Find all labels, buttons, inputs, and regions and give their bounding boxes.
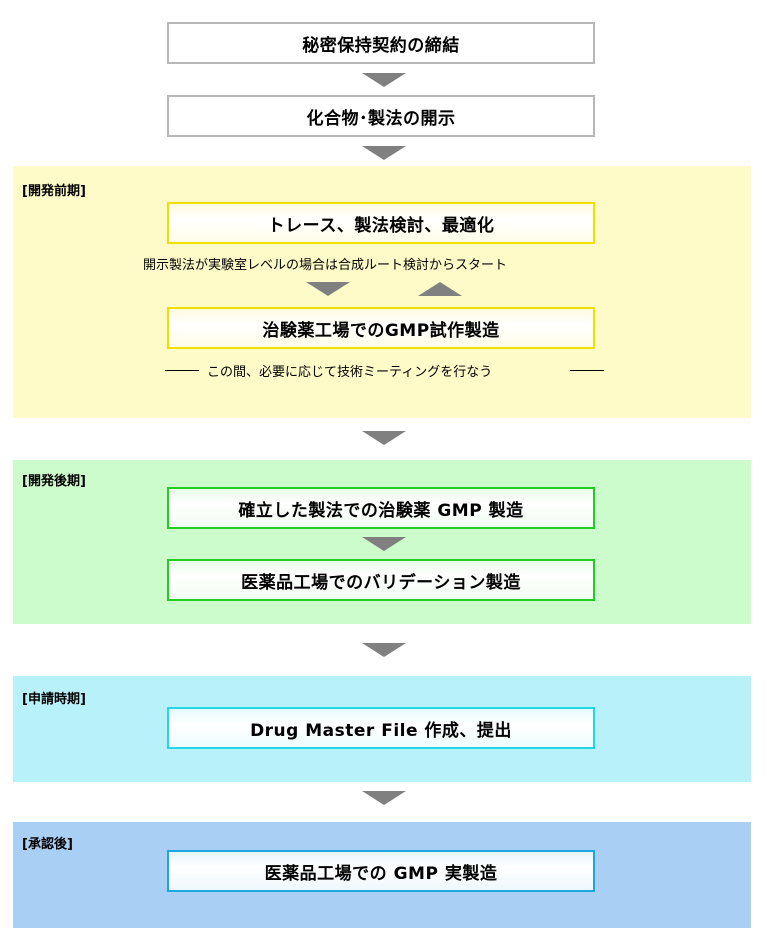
phase-approved-box-production: 医薬品工場での GMP 実製造 (167, 850, 595, 892)
arrow-down-icon (306, 282, 350, 296)
step-disclosure-label: 化合物･製法の開示 (306, 108, 456, 129)
meeting-note: この間、必要に応じて技術ミーティングを行なう (207, 365, 493, 380)
phase-early-box-gmp-trial: 治験薬工場でのGMP試作製造 (167, 307, 595, 349)
phase-early-box-trace-label: トレース、製法検討、最適化 (267, 215, 495, 236)
step-disclosure-box: 化合物･製法の開示 (167, 95, 595, 137)
arrow-down-icon (362, 146, 406, 160)
meeting-dash-right (570, 370, 604, 371)
phase-late-box-validation-label: 医薬品工場でのバリデーション製造 (241, 572, 521, 593)
arrow-down-icon (362, 791, 406, 805)
phase-approved-box-production-label: 医薬品工場での GMP 実製造 (264, 863, 498, 884)
arrow-up-icon (418, 282, 462, 296)
phase-late-box-gmp-label: 確立した製法での治験薬 GMP 製造 (238, 500, 524, 521)
arrow-down-icon (362, 537, 406, 551)
phase-application-label: [申請時期] (22, 692, 86, 707)
meeting-dash-left (165, 370, 199, 371)
phase-application-box-dmf: Drug Master File 作成、提出 (167, 707, 595, 749)
phase-early-note: 開示製法が実験室レベルの場合は合成ルート検討からスタート (143, 258, 508, 273)
phase-early-box-trace: トレース、製法検討、最適化 (167, 202, 595, 244)
arrow-down-icon (362, 643, 406, 657)
arrow-down-icon (362, 73, 406, 87)
arrow-down-icon (362, 431, 406, 445)
phase-early-label: [開発前期] (22, 184, 86, 199)
phase-late-box-gmp: 確立した製法での治験薬 GMP 製造 (167, 487, 595, 529)
phase-application-box-dmf-label: Drug Master File 作成、提出 (250, 720, 512, 741)
phase-approved-label: [承認後] (22, 837, 73, 852)
step-nda-label: 秘密保持契約の締結 (302, 35, 460, 56)
phase-late-box-validation: 医薬品工場でのバリデーション製造 (167, 559, 595, 601)
step-nda-box: 秘密保持契約の締結 (167, 22, 595, 64)
phase-early-box-gmp-trial-label: 治験薬工場でのGMP試作製造 (262, 320, 500, 341)
phase-late-label: [開発後期] (22, 474, 86, 489)
